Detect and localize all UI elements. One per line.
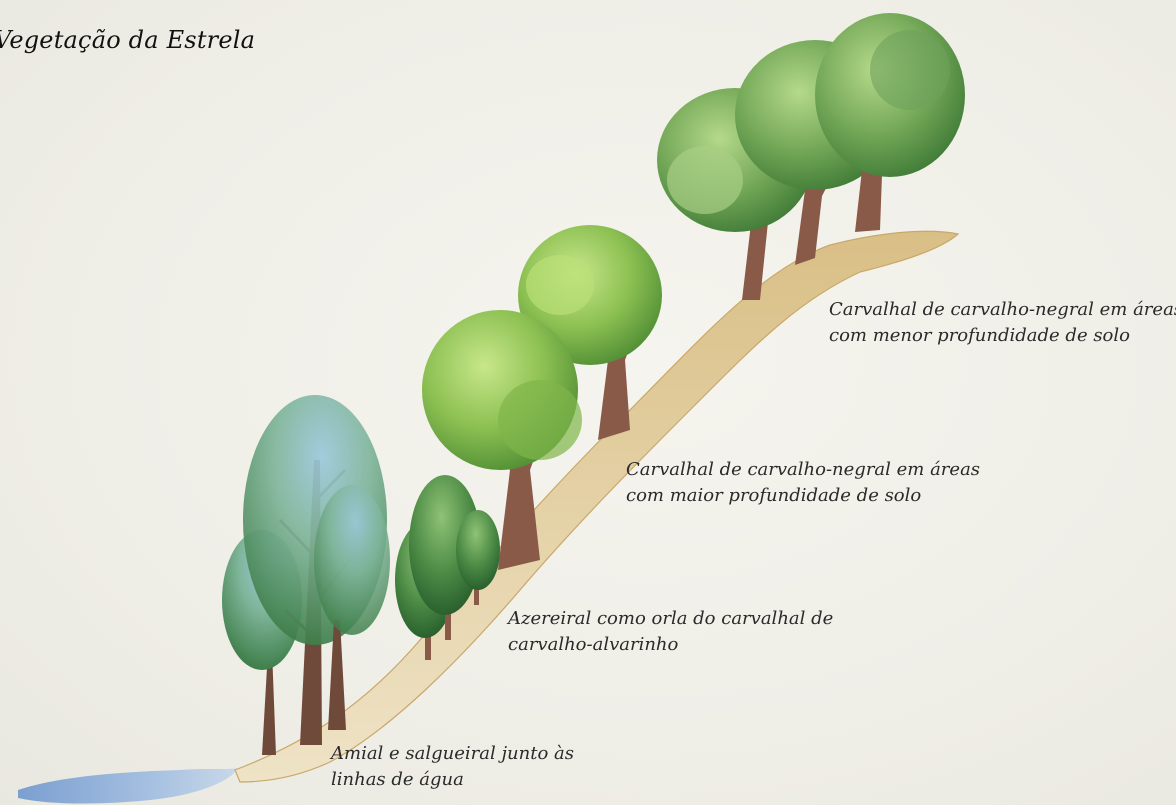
label-line: Carvalhal de carvalho-negral em áreas [829,299,1176,320]
label-line: carvalho-alvarinho [508,634,679,655]
label-line: com menor profundidade de solo [829,325,1130,346]
label-line: com maior profundidade de solo [626,485,922,506]
label-carvalhal-maior-profundidade: Carvalhal de carvalho-negral em áreas co… [626,457,980,509]
tree-illustration [409,475,481,640]
tree-illustration [422,310,582,570]
label-azereiral: Azereiral como orla do carvalhal de carv… [508,606,833,658]
label-carvalhal-menor-profundidade: Carvalhal de carvalho-negral em áreas co… [829,297,1176,349]
label-line: linhas de água [331,769,464,790]
tree-illustration [456,510,500,605]
tree-illustration [314,485,390,730]
tree-illustration [518,225,662,440]
label-amial-salgueiral: Amial e salgueiral junto às linhas de ág… [331,741,574,793]
water-illustration [18,768,238,804]
label-line: Carvalhal de carvalho-negral em áreas [626,459,981,480]
label-line: Amial e salgueiral junto às [331,743,574,764]
diagram-title: Vegetação da Estrela [0,26,256,54]
label-line: Azereiral como orla do carvalhal de [508,608,834,629]
tree-illustration [815,13,965,232]
